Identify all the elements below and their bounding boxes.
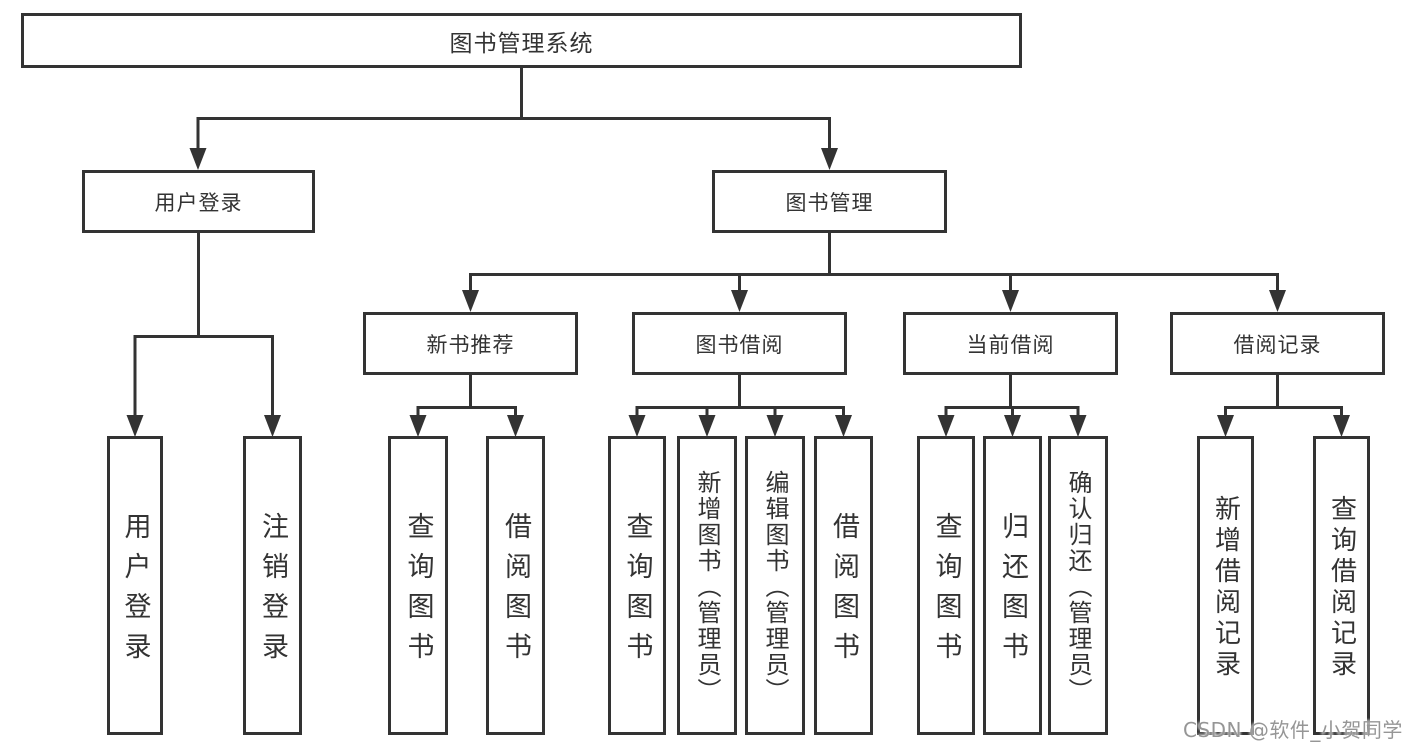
leaf-query-books-borrow-label: 查询图书 [621,512,653,672]
node-new-book-recommend-label: 新书推荐 [426,332,515,357]
leaf-borrow-books-recommend-label: 借阅图书 [500,512,531,672]
node-user-login-label: 用户登录 [154,190,243,215]
leaf-logout: 注销登录 [243,436,302,735]
leaf-borrow-books: 借阅图书 [814,436,873,735]
arrowheads [126,148,1350,437]
leaf-add-book-admin: 新增图书（管理员） [677,436,737,735]
leaf-add-book-admin-label: 新增图书（管理员） [693,469,721,704]
connector-user-login-subtree [133,233,274,418]
leaf-query-books-recommend-label: 查询图书 [402,512,434,672]
node-new-book-recommend: 新书推荐 [363,312,578,375]
leaf-confirm-return-admin: 确认归还（管理员） [1048,436,1108,735]
csdn-watermark: CSDN @软件_小贺同学 [1183,718,1403,742]
leaf-borrow-books-recommend: 借阅图书 [486,436,545,735]
connector-lines [133,68,1343,419]
node-library-system-label: 图书管理系统 [449,30,594,57]
leaf-user-login-label: 用户登录 [119,512,151,672]
node-library-system: 图书管理系统 [21,13,1022,68]
node-book-management: 图书管理 [712,170,947,233]
leaf-confirm-return-admin-label: 确认归还（管理员） [1064,469,1092,704]
leaf-return-book: 归还图书 [983,436,1042,735]
node-borrow-records: 借阅记录 [1170,312,1385,375]
node-current-borrow: 当前借阅 [903,312,1118,375]
leaf-user-login: 用户登录 [107,436,163,735]
leaf-add-borrow-record: 新增借阅记录 [1197,436,1254,735]
node-borrow-records-label: 借阅记录 [1233,332,1322,357]
node-book-borrow: 图书借阅 [632,312,847,375]
node-book-management-label: 图书管理 [785,190,874,215]
node-book-borrow-label: 图书借阅 [695,332,784,357]
leaf-logout-label: 注销登录 [257,512,288,672]
leaf-return-book-label: 归还图书 [997,512,1028,672]
connector-level3-subtrees [416,375,1343,419]
leaf-edit-book-admin: 编辑图书（管理员） [745,436,805,735]
connector-root-to-level2 [196,68,831,150]
node-user-login: 用户登录 [82,170,315,233]
leaf-edit-book-admin-label: 编辑图书（管理员） [761,469,789,704]
leaf-query-books-current: 查询图书 [917,436,975,735]
leaf-query-books-recommend: 查询图书 [388,436,448,735]
leaf-query-borrow-record-label: 查询借阅记录 [1326,495,1357,681]
leaf-borrow-books-label: 借阅图书 [828,512,859,672]
leaf-query-borrow-record: 查询借阅记录 [1313,436,1370,735]
leaf-query-books-borrow: 查询图书 [608,436,666,735]
connector-book-mgmt-to-level3 [469,233,1279,293]
node-current-borrow-label: 当前借阅 [966,332,1055,357]
leaf-add-borrow-record-label: 新增借阅记录 [1210,495,1241,681]
leaf-query-books-current-label: 查询图书 [930,512,962,672]
